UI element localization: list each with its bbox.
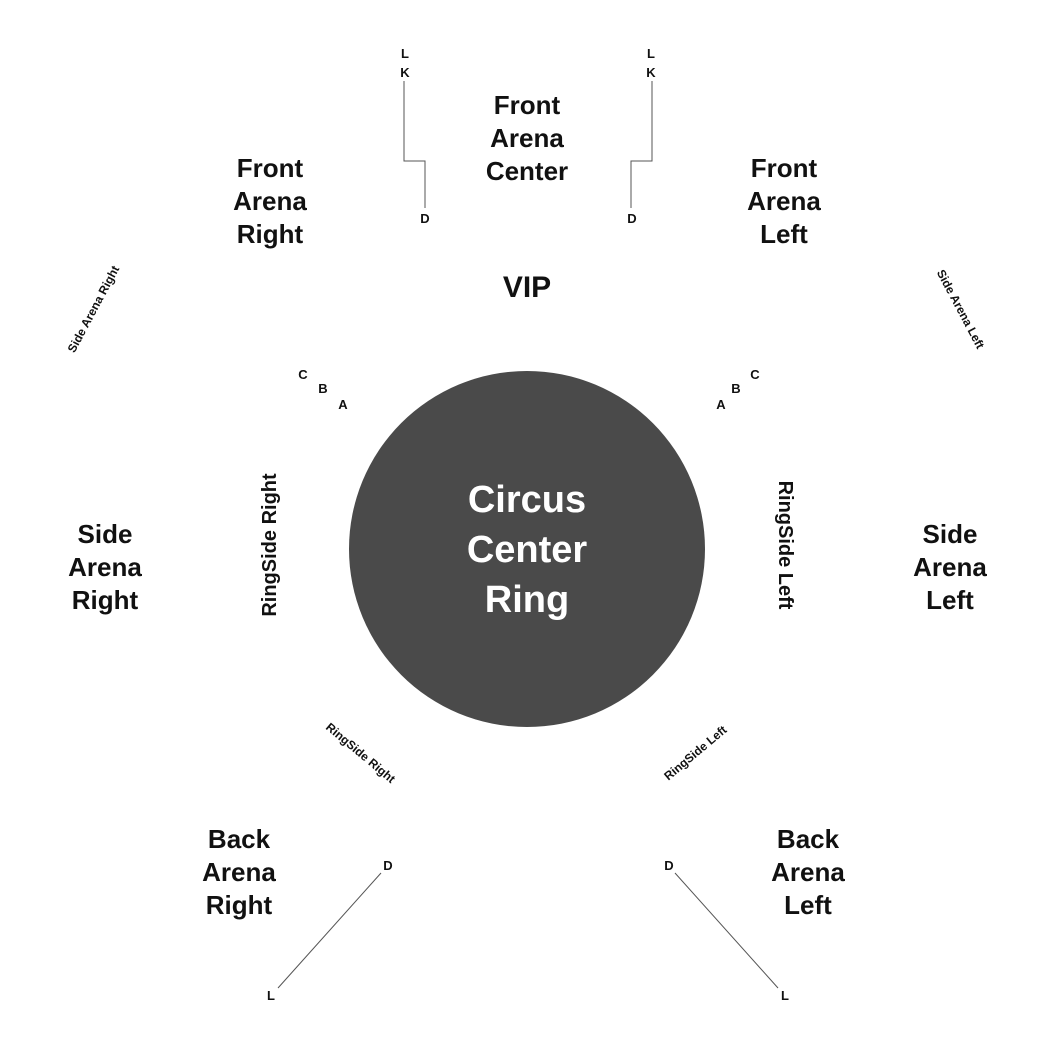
section-back-arena-left[interactable]: Back Arena Left xyxy=(771,824,845,920)
center-ring-label-line2: Center xyxy=(467,529,588,571)
side-arena-left-line2: Arena xyxy=(913,552,987,582)
row-label-back-left-l: L xyxy=(781,988,789,1003)
section-front-arena-right[interactable]: Front Arena Right xyxy=(233,153,307,249)
side-arena-left-line1: Side xyxy=(923,519,978,549)
front-arena-left-line2: Arena xyxy=(747,186,821,216)
row-markers-front-left: L K D xyxy=(627,46,656,226)
side-arena-right-line1: Side xyxy=(78,519,133,549)
center-ring-label-line3: Ring xyxy=(485,579,569,621)
front-arena-left-line3: Left xyxy=(760,219,808,249)
row-guide-back-left xyxy=(674,872,779,989)
row-label-front-left-l: L xyxy=(647,46,655,61)
center-ring[interactable]: Circus Center Ring xyxy=(349,371,705,727)
row-label-ringside-left-c: C xyxy=(750,367,760,382)
row-markers-front-right: L K D xyxy=(400,46,429,226)
section-front-arena-center[interactable]: Front Arena Center xyxy=(486,90,568,186)
ringside-left-label: RingSide Left xyxy=(774,481,796,610)
front-arena-right-line2: Arena xyxy=(233,186,307,216)
row-markers-ringside-right: C B A xyxy=(298,367,348,412)
front-arena-center-line3: Center xyxy=(486,156,568,186)
front-arena-right-line1: Front xyxy=(237,153,304,183)
side-arena-right-line2: Arena xyxy=(68,552,142,582)
ringside-left-small-label: RingSide Left xyxy=(661,723,729,783)
row-label-front-right-k: K xyxy=(400,65,410,80)
section-side-arena-right-small[interactable]: Side Arena Right xyxy=(65,263,123,355)
back-arena-right-line3: Right xyxy=(206,890,273,920)
ringside-right-small-label: RingSide Right xyxy=(323,720,398,786)
front-arena-center-line1: Front xyxy=(494,90,561,120)
row-label-front-left-k: K xyxy=(646,65,656,80)
row-guide-front-right xyxy=(403,81,426,208)
row-label-ringside-right-b: B xyxy=(318,381,327,396)
back-arena-right-line1: Back xyxy=(208,824,271,854)
row-label-ringside-right-a: A xyxy=(338,397,348,412)
row-label-ringside-right-c: C xyxy=(298,367,308,382)
vip-label: VIP xyxy=(503,271,551,304)
row-markers-ringside-left: A B C xyxy=(716,367,760,412)
back-arena-left-line3: Left xyxy=(784,890,832,920)
front-arena-right-line3: Right xyxy=(237,219,304,249)
row-label-back-left-d: D xyxy=(664,858,673,873)
side-arena-left-line3: Left xyxy=(926,585,974,615)
ringside-right-label: RingSide Right xyxy=(259,473,281,617)
row-markers-back-left: D L xyxy=(664,858,789,1003)
section-ringside-right-small[interactable]: RingSide Right xyxy=(323,720,398,786)
back-arena-left-line1: Back xyxy=(777,824,840,854)
side-arena-left-small-label: Side Arena Left xyxy=(934,267,987,351)
row-guide-back-right xyxy=(277,872,382,989)
side-arena-right-small-label: Side Arena Right xyxy=(65,263,123,355)
back-arena-left-line2: Arena xyxy=(771,857,845,887)
row-label-back-right-d: D xyxy=(383,858,392,873)
section-side-arena-right[interactable]: Side Arena Right xyxy=(68,519,142,615)
row-markers-back-right: D L xyxy=(267,858,393,1003)
side-arena-right-line3: Right xyxy=(72,585,139,615)
section-ringside-left-small[interactable]: RingSide Left xyxy=(661,723,729,783)
row-label-back-right-l: L xyxy=(267,988,275,1003)
section-vip[interactable]: VIP xyxy=(503,271,551,304)
front-arena-center-line2: Arena xyxy=(490,123,564,153)
section-back-arena-right[interactable]: Back Arena Right xyxy=(202,824,276,920)
row-label-front-left-d: D xyxy=(627,211,636,226)
row-label-front-right-l: L xyxy=(401,46,409,61)
row-label-ringside-left-a: A xyxy=(716,397,726,412)
front-arena-left-line1: Front xyxy=(751,153,818,183)
section-ringside-right[interactable]: RingSide Right xyxy=(259,473,281,617)
row-label-ringside-left-b: B xyxy=(731,381,740,396)
center-ring-circle[interactable] xyxy=(349,371,705,727)
row-label-front-right-d: D xyxy=(420,211,429,226)
center-ring-label-line1: Circus xyxy=(468,479,586,521)
section-side-arena-left[interactable]: Side Arena Left xyxy=(913,519,987,615)
section-side-arena-left-small[interactable]: Side Arena Left xyxy=(934,267,987,351)
row-guide-front-left xyxy=(630,81,653,208)
back-arena-right-line2: Arena xyxy=(202,857,276,887)
section-ringside-left[interactable]: RingSide Left xyxy=(774,481,796,610)
section-front-arena-left[interactable]: Front Arena Left xyxy=(747,153,821,249)
